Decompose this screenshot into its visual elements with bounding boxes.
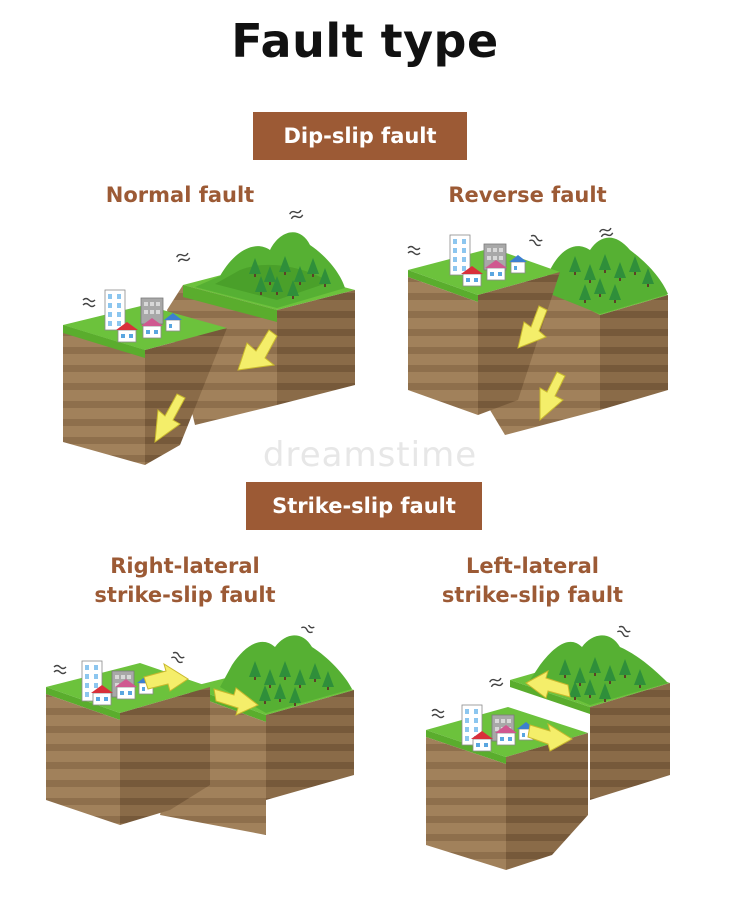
right-lateral-label: Right-lateral strike-slip fault [50, 552, 320, 610]
watermark: dreamstime [262, 435, 478, 475]
reverse-fault-diagram [407, 225, 668, 435]
normal-fault-label: Normal fault [105, 183, 255, 207]
strike-slip-heading: Strike-slip fault [246, 482, 482, 530]
left-lateral-label: Left-lateral strike-slip fault [395, 552, 670, 610]
normal-fault-diagram [63, 210, 355, 465]
reverse-fault-label: Reverse fault [448, 183, 607, 207]
left-lateral-diagram [426, 625, 670, 870]
right-lateral-label-line1: Right-lateral [110, 554, 260, 578]
dip-slip-heading: Dip-slip fault [253, 112, 467, 160]
right-lateral-diagram [46, 625, 354, 835]
right-lateral-label-line2: strike-slip fault [94, 583, 276, 607]
left-lateral-label-line2: strike-slip fault [441, 583, 624, 607]
left-lateral-label-line1: Left-lateral [466, 554, 599, 578]
page-title: Fault type [231, 14, 499, 68]
